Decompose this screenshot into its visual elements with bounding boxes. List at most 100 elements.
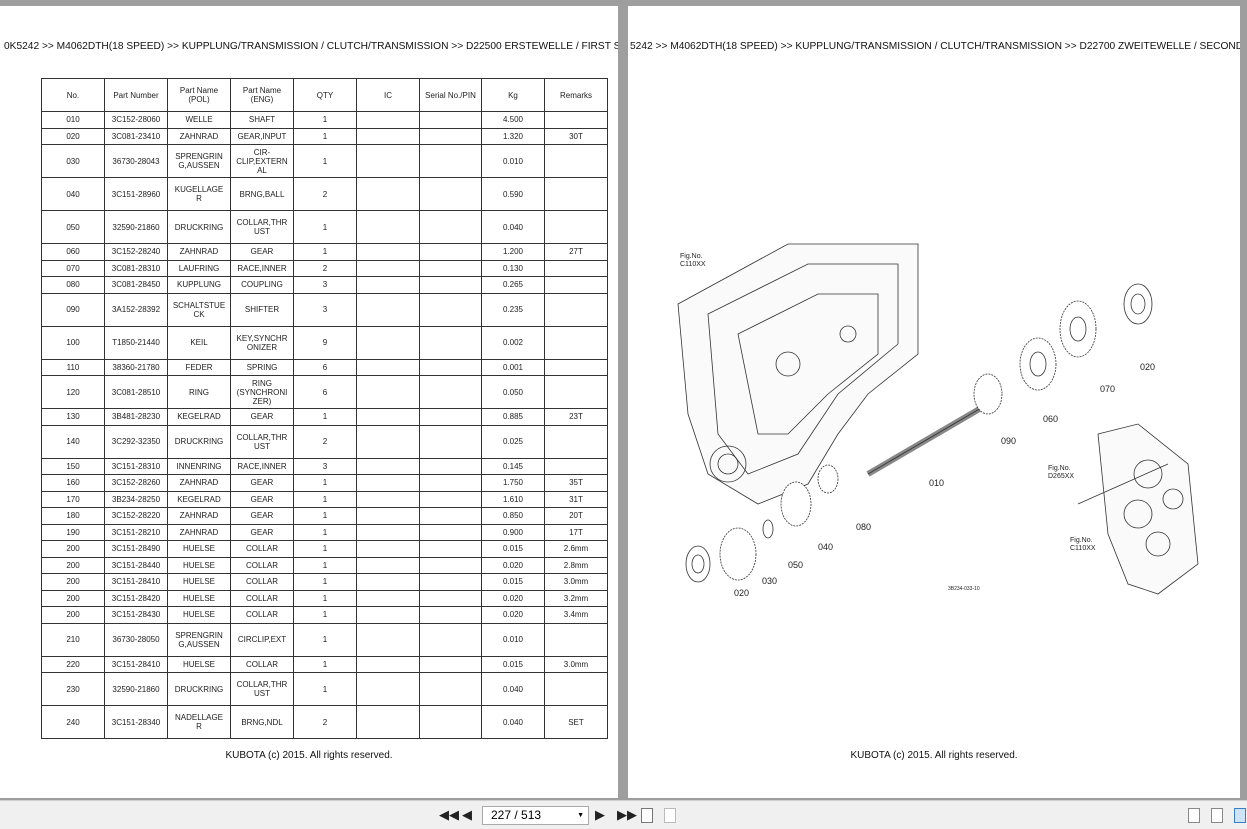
table-cell <box>419 111 482 129</box>
table-cell: 3C081-23410 <box>104 127 168 145</box>
table-cell <box>544 375 608 409</box>
table-cell <box>356 111 420 129</box>
table-cell <box>356 457 420 475</box>
table-cell: DRUCKRING <box>167 210 231 244</box>
paste-page-icon[interactable] <box>664 808 676 823</box>
next-page-button[interactable]: ▶ <box>595 807 605 822</box>
callout-label: 090 <box>1001 436 1016 446</box>
table-cell: 0.020 <box>481 589 545 607</box>
table-cell: 2 <box>293 259 357 277</box>
table-cell: 1 <box>293 622 357 657</box>
table-cell <box>356 523 420 541</box>
table-cell: 3C292-32350 <box>104 424 168 459</box>
table-cell: ZAHNRAD <box>167 243 231 261</box>
table-cell <box>356 540 420 558</box>
table-cell: WELLE <box>167 111 231 129</box>
copy-page-icon[interactable] <box>641 808 653 823</box>
table-cell <box>356 490 420 508</box>
table-cell: 3C151-28410 <box>104 655 168 673</box>
table-cell <box>419 589 482 607</box>
callout-label: 040 <box>818 542 833 552</box>
table-cell: 35T <box>544 474 608 492</box>
table-cell: 32590-21860 <box>104 210 168 244</box>
table-cell: 23T <box>544 408 608 426</box>
table-cell: KEGELRAD <box>167 408 231 426</box>
table-cell: 0.900 <box>481 523 545 541</box>
table-cell: SPRENGRIN G,AUSSEN <box>167 622 231 657</box>
single-page-view-icon[interactable] <box>1188 808 1200 823</box>
table-cell: 0.010 <box>481 622 545 657</box>
table-cell: 1 <box>293 556 357 574</box>
breadcrumb: 0K5242 >> M4062DTH(18 SPEED) >> KUPPLUNG… <box>4 41 618 52</box>
table-cell <box>356 507 420 525</box>
table-cell: 220 <box>41 655 105 673</box>
table-cell <box>356 573 420 591</box>
table-cell: FEDER <box>167 358 231 376</box>
table-cell: 1 <box>293 540 357 558</box>
table-cell: 1 <box>293 606 357 624</box>
page-number-select[interactable]: 227 / 513 ▼ <box>482 806 589 825</box>
table-cell <box>419 375 482 409</box>
callout-label: 010 <box>929 478 944 488</box>
table-cell: 1 <box>293 655 357 673</box>
table-cell: 230 <box>41 672 105 706</box>
table-cell: 6 <box>293 358 357 376</box>
table-cell <box>544 325 608 360</box>
table-cell <box>356 589 420 607</box>
copyright-footer: KUBOTA (c) 2015. All rights reserved. <box>225 750 393 761</box>
table-cell: 3C151-28420 <box>104 589 168 607</box>
pdf-viewer-toolbar: ◀◀ ◀ 227 / 513 ▼ ▶ ▶▶ <box>0 800 1247 829</box>
table-cell: 0.015 <box>481 655 545 673</box>
table-cell: COLLAR <box>230 589 294 607</box>
table-cell: COLLAR,THR UST <box>230 210 294 244</box>
page-number-value: 227 / 513 <box>491 808 542 822</box>
table-cell: KUGELLAGE R <box>167 177 231 211</box>
table-cell: 38360-21780 <box>104 358 168 376</box>
continuous-view-icon[interactable] <box>1211 808 1223 823</box>
table-cell: 3C151-28490 <box>104 540 168 558</box>
table-cell: 0.130 <box>481 259 545 277</box>
table-cell: 0.020 <box>481 556 545 574</box>
table-cell <box>544 622 608 657</box>
table-cell: ZAHNRAD <box>167 507 231 525</box>
first-page-button[interactable]: ◀◀ <box>439 807 459 822</box>
document-page-left: 0K5242 >> M4062DTH(18 SPEED) >> KUPPLUNG… <box>0 6 618 798</box>
table-cell: 020 <box>41 127 105 145</box>
column-header: Part Name (ENG) <box>230 78 294 112</box>
table-cell <box>356 276 420 294</box>
table-cell: 1 <box>293 589 357 607</box>
last-page-button[interactable]: ▶▶ <box>617 807 637 822</box>
table-cell: 3.0mm <box>544 573 608 591</box>
table-cell: 050 <box>41 210 105 244</box>
table-cell <box>419 127 482 145</box>
table-cell: 0.015 <box>481 573 545 591</box>
table-cell: ZAHNRAD <box>167 474 231 492</box>
column-header: Serial No./PIN <box>419 78 482 112</box>
previous-page-button[interactable]: ◀ <box>462 807 472 822</box>
table-cell: 200 <box>41 540 105 558</box>
table-cell: 1 <box>293 408 357 426</box>
table-cell <box>544 292 608 327</box>
table-cell: 3 <box>293 457 357 475</box>
table-cell: 1.200 <box>481 243 545 261</box>
table-cell: 3.2mm <box>544 589 608 607</box>
table-cell <box>356 177 420 211</box>
table-cell: SET <box>544 705 608 739</box>
chevron-down-icon: ▼ <box>577 812 584 819</box>
two-page-view-icon[interactable] <box>1234 808 1246 823</box>
table-cell <box>419 606 482 624</box>
table-cell: RING (SYNCHRONI ZER) <box>230 375 294 409</box>
table-cell: 200 <box>41 589 105 607</box>
table-cell: 200 <box>41 573 105 591</box>
table-cell <box>356 210 420 244</box>
table-cell: 3C151-28430 <box>104 606 168 624</box>
